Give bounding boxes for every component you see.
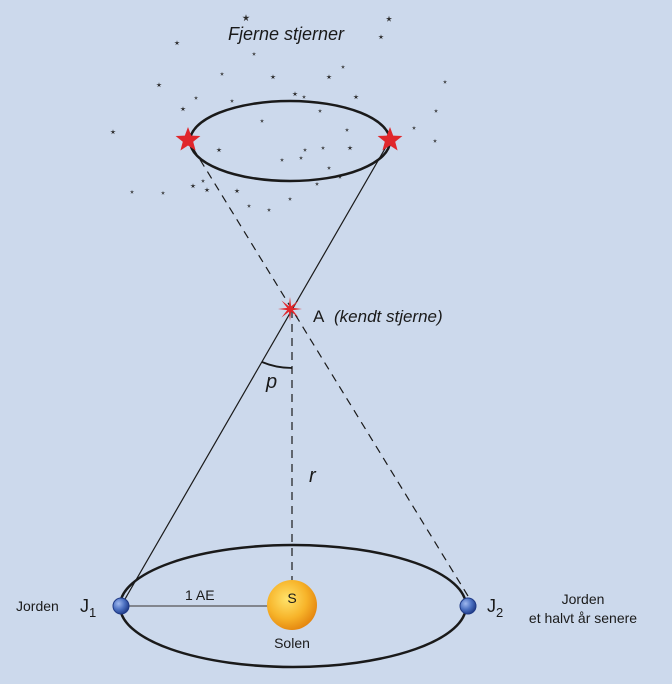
- background-star-icon: [442, 79, 448, 84]
- background-star-icon: [279, 157, 285, 162]
- sightline-j1-to-right-star: [120, 139, 391, 607]
- background-star-icon: [242, 14, 250, 22]
- distance-label: r: [309, 465, 317, 487]
- sun-name-label: Solen: [274, 635, 310, 651]
- sun-icon: [267, 580, 317, 630]
- earth-right-label-line2: et halvt år senere: [529, 610, 637, 626]
- j2-subscript: 2: [496, 605, 503, 620]
- sun-letter: S: [287, 590, 296, 606]
- background-star-icon: [432, 138, 438, 143]
- parallax-angle-arc: [261, 361, 293, 369]
- background-star-icon: [200, 178, 206, 183]
- background-star-icon: [180, 106, 186, 112]
- background-star-icon: [326, 74, 332, 80]
- background-star-icon: [340, 64, 346, 69]
- background-star-icon: [110, 129, 116, 135]
- background-star-icon: [174, 40, 180, 46]
- background-star-icon: [160, 190, 166, 195]
- background-star-icon: [156, 82, 162, 88]
- background-star-icon: [193, 95, 199, 100]
- distant-stars-ellipse: [188, 99, 392, 183]
- background-star-icon: [287, 196, 293, 201]
- background-star-icon: [129, 189, 135, 194]
- star-a-description: (kendt stjerne): [334, 307, 443, 326]
- background-star-icon: [378, 34, 384, 40]
- red-star-left-icon: [175, 127, 201, 151]
- background-star-icon: [320, 145, 326, 150]
- distant-stars-label: Fjerne stjerner: [228, 24, 345, 44]
- background-star-icon: [219, 71, 225, 76]
- background-star-icon: [266, 207, 272, 212]
- background-star-icon: [302, 147, 308, 152]
- sightline-j2-to-left-star: [187, 139, 469, 597]
- background-star-icon: [259, 118, 265, 123]
- parallax-angle-label: p: [265, 371, 277, 393]
- red-star-right-icon: [377, 127, 403, 151]
- j2-label: J2: [487, 596, 503, 620]
- j1-label: J1: [80, 596, 96, 620]
- background-star-icon: [298, 155, 304, 160]
- background-star-icon: [270, 74, 276, 80]
- background-star-icon: [229, 98, 235, 103]
- earth-j2-icon: [459, 597, 477, 615]
- background-star-icon: [234, 188, 240, 194]
- background-star-icon: [347, 145, 353, 151]
- background-star-icon: [344, 127, 350, 132]
- background-star-icon: [353, 94, 359, 100]
- au-label: 1 AE: [185, 587, 215, 603]
- j1-subscript: 1: [89, 605, 96, 620]
- background-star-icon: [251, 51, 257, 56]
- earth-right-label-line1: Jorden: [562, 591, 605, 607]
- background-star-icon: [204, 187, 210, 193]
- background-star-icon: [433, 108, 439, 113]
- background-star-icon: [301, 94, 307, 99]
- j1-letter: J: [80, 596, 89, 616]
- background-star-icon: [326, 165, 332, 170]
- background-star-icon: [216, 147, 222, 153]
- star-a-label: A: [313, 307, 325, 326]
- background-star-icon: [385, 15, 393, 22]
- background-star-icon: [411, 125, 417, 130]
- background-star-icon: [190, 183, 196, 189]
- j2-letter: J: [487, 596, 496, 616]
- background-star-icon: [292, 91, 298, 97]
- background-star-icon: [246, 203, 252, 208]
- earth-j1-icon: [112, 597, 130, 615]
- earth-left-label: Jorden: [16, 598, 59, 614]
- background-star-icon: [314, 181, 320, 186]
- background-star-icon: [317, 108, 323, 113]
- known-star-a-icon: [278, 297, 302, 321]
